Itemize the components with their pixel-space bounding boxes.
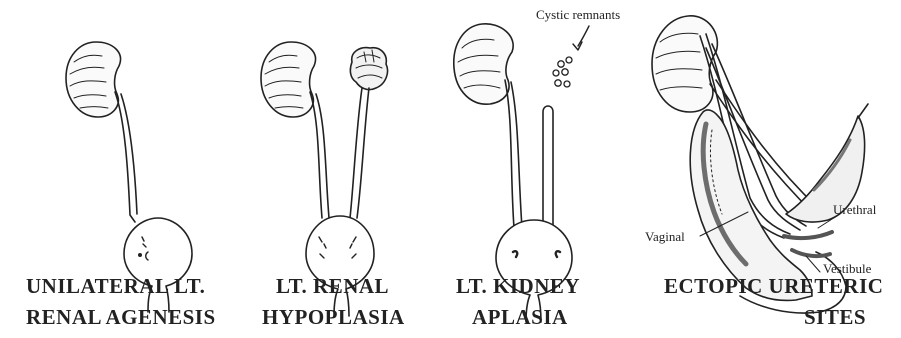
caption-aplasia-line1: LT. KIDNEY xyxy=(456,276,580,297)
right-ureter xyxy=(115,92,137,222)
right-ureter xyxy=(505,80,522,228)
cystic-arrow xyxy=(573,26,589,50)
cystic-remnants xyxy=(553,57,572,87)
label-urethral: Urethral xyxy=(833,203,876,216)
caption-ectopic-line2: SITES xyxy=(804,307,866,328)
label-vaginal: Vaginal xyxy=(645,230,685,243)
ureters xyxy=(310,88,369,218)
caption-ectopic-line1: ECTOPIC URETERIC xyxy=(664,276,883,297)
hypoplastic-left-kidney xyxy=(350,48,387,90)
panel-agenesis-drawing xyxy=(66,42,192,312)
caption-agenesis-line2: RENAL AGENESIS xyxy=(26,307,216,328)
label-cystic-remnants: Cystic remnants xyxy=(536,8,620,21)
right-kidney xyxy=(66,42,120,117)
right-kidney xyxy=(261,42,315,117)
caption-agenesis-line1: UNILATERAL LT. xyxy=(26,276,205,297)
blind-ureter xyxy=(543,106,553,232)
caption-hypoplasia-line1: LT. RENAL xyxy=(276,276,389,297)
caption-hypoplasia-line2: HYPOPLASIA xyxy=(262,307,405,328)
bladder xyxy=(306,216,374,316)
right-kidney xyxy=(454,24,513,104)
urethra xyxy=(784,232,832,238)
caption-aplasia-line2: APLASIA xyxy=(472,307,568,328)
vestibule-opening xyxy=(792,250,830,256)
